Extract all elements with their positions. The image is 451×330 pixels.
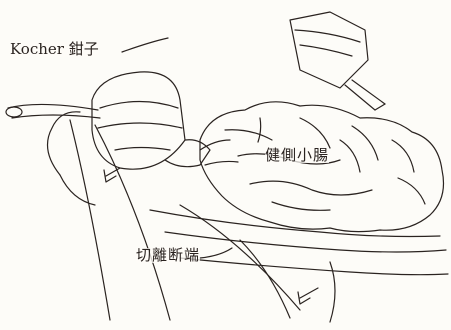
label-kocher-forceps: Kocher 鉗子 (10, 42, 99, 57)
stapler-head (92, 72, 185, 169)
kocher-leader-line (122, 38, 168, 52)
instrument-tip (6, 107, 22, 117)
arrow-icon (298, 288, 318, 304)
label-resected-end: 切離断端 (136, 248, 200, 263)
label-healthy-small-intestine: 健側小腸 (265, 148, 329, 163)
small-bowel (200, 102, 444, 232)
instrument-shaft (8, 104, 98, 110)
resected-end-leader (200, 248, 232, 258)
suture-strand (70, 120, 110, 320)
